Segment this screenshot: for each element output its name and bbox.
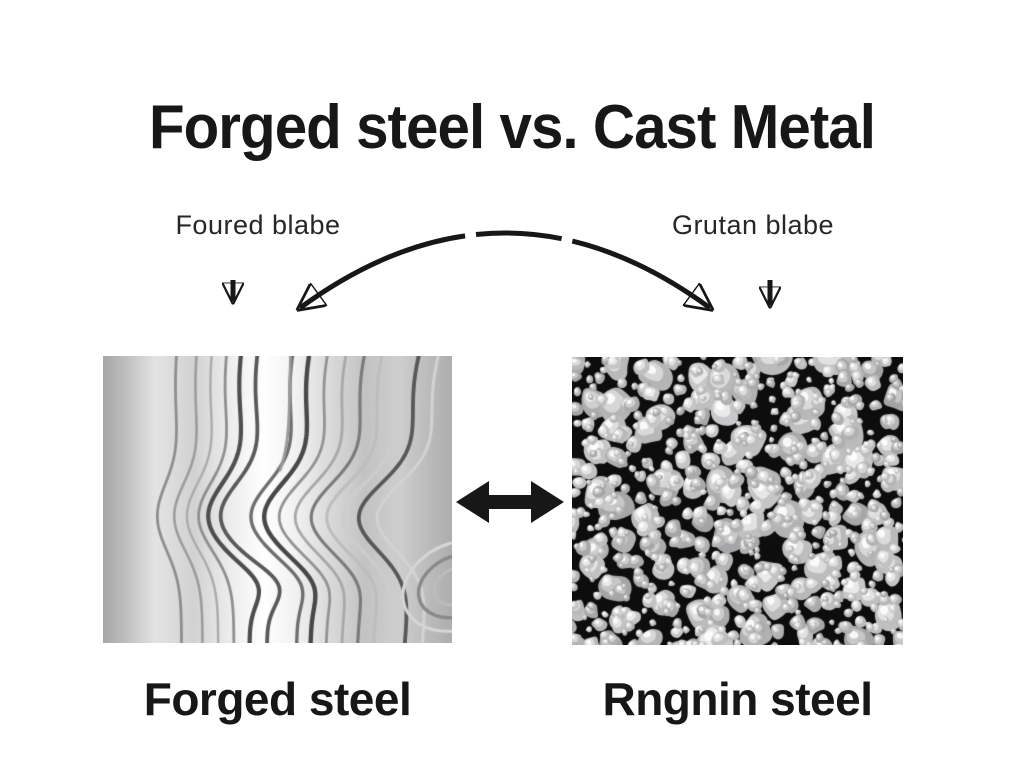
page-title: Forged steel vs. Cast Metal (148, 92, 876, 162)
right-callout-label: Grutan blabe (671, 210, 835, 240)
right-panel-caption: Rngnin steel (602, 673, 873, 725)
left-right-arrow-icon (456, 481, 564, 523)
cast-metal-texture-image (572, 357, 903, 645)
curved-double-headed-arrow-icon (300, 230, 710, 308)
left-callout-label: Foured blabe (175, 210, 341, 240)
left-panel-caption: Forged steel (143, 673, 412, 725)
forged-steel-texture-image (103, 356, 452, 643)
